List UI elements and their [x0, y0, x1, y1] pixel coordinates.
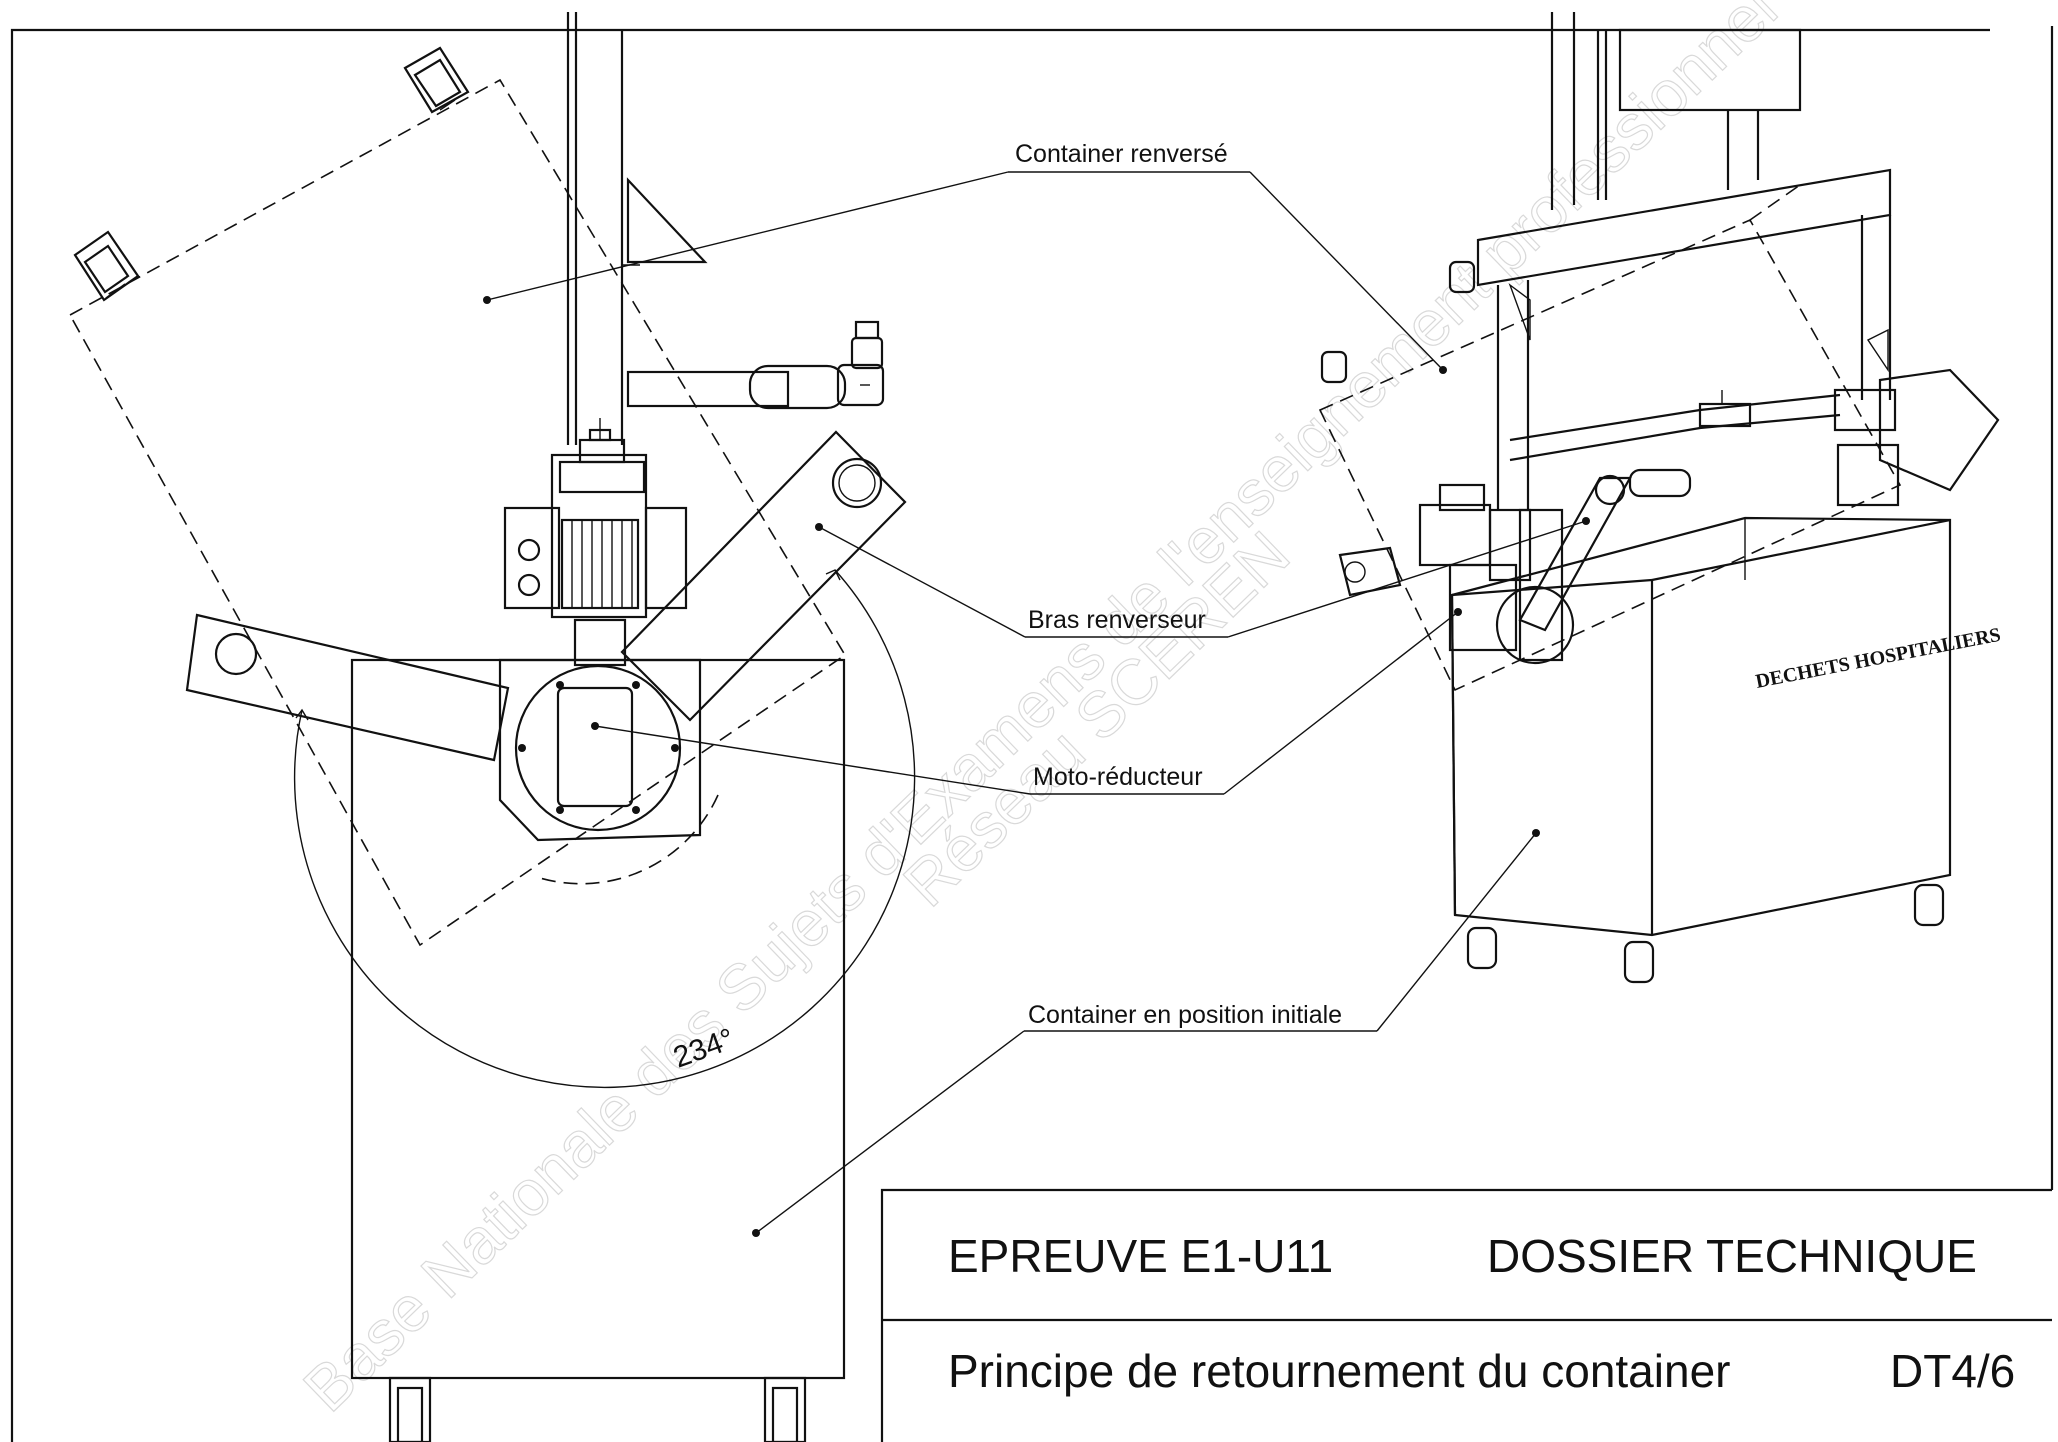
reversing-arm-perspective [1338, 468, 1692, 632]
gearmotor [498, 418, 702, 842]
bracket-arm [626, 320, 885, 410]
caster-wheel-persp-c [1466, 926, 1498, 970]
caster-wheel-b [763, 1376, 807, 1442]
exam-title: EPREUVE E1-U11 [948, 1230, 1333, 1282]
label-container-initial: Container en position initiale [1028, 1001, 1342, 1029]
caster-wheel-persp-b [1448, 260, 1476, 294]
reversing-arm [185, 430, 907, 762]
title-block: EPREUVE E1-U11 DOSSIER TECHNIQUE Princip… [880, 1188, 2058, 1442]
perspective-view: DECHETS HOSPITALIERS [1318, 12, 2003, 984]
label-container-reversed: Container renversé [1015, 140, 1228, 168]
dossier-title: DOSSIER TECHNIQUE [1487, 1230, 1977, 1282]
container-print: DECHETS HOSPITALIERS [1754, 624, 2003, 693]
container-reversed [68, 46, 847, 947]
caster-wheel-persp-e [1913, 883, 1945, 927]
motor-fins [560, 518, 640, 610]
caster-wheel-persp-a [1320, 350, 1348, 384]
caster-wheel-a [388, 1376, 432, 1442]
gearmotor-perspective [1418, 483, 1575, 665]
caster-wheel-top-a [403, 46, 470, 114]
callouts: Container renversé Bras renverseur Moto-… [483, 140, 1590, 1237]
caster-wheel-persp-d [1623, 940, 1655, 984]
label-arm: Bras renverseur [1028, 606, 1206, 634]
portal-frame [1476, 12, 2000, 510]
watermark-line2: Réseau SCEREN [890, 517, 1303, 920]
page-number: DT4/6 [1890, 1345, 2015, 1397]
label-gearmotor: Moto-réducteur [1033, 763, 1203, 791]
subject-title: Principe de retournement du container [948, 1345, 1730, 1397]
container-reversed-perspective [1318, 184, 1902, 692]
caster-wheel-top-b [73, 230, 140, 302]
column [566, 12, 708, 445]
